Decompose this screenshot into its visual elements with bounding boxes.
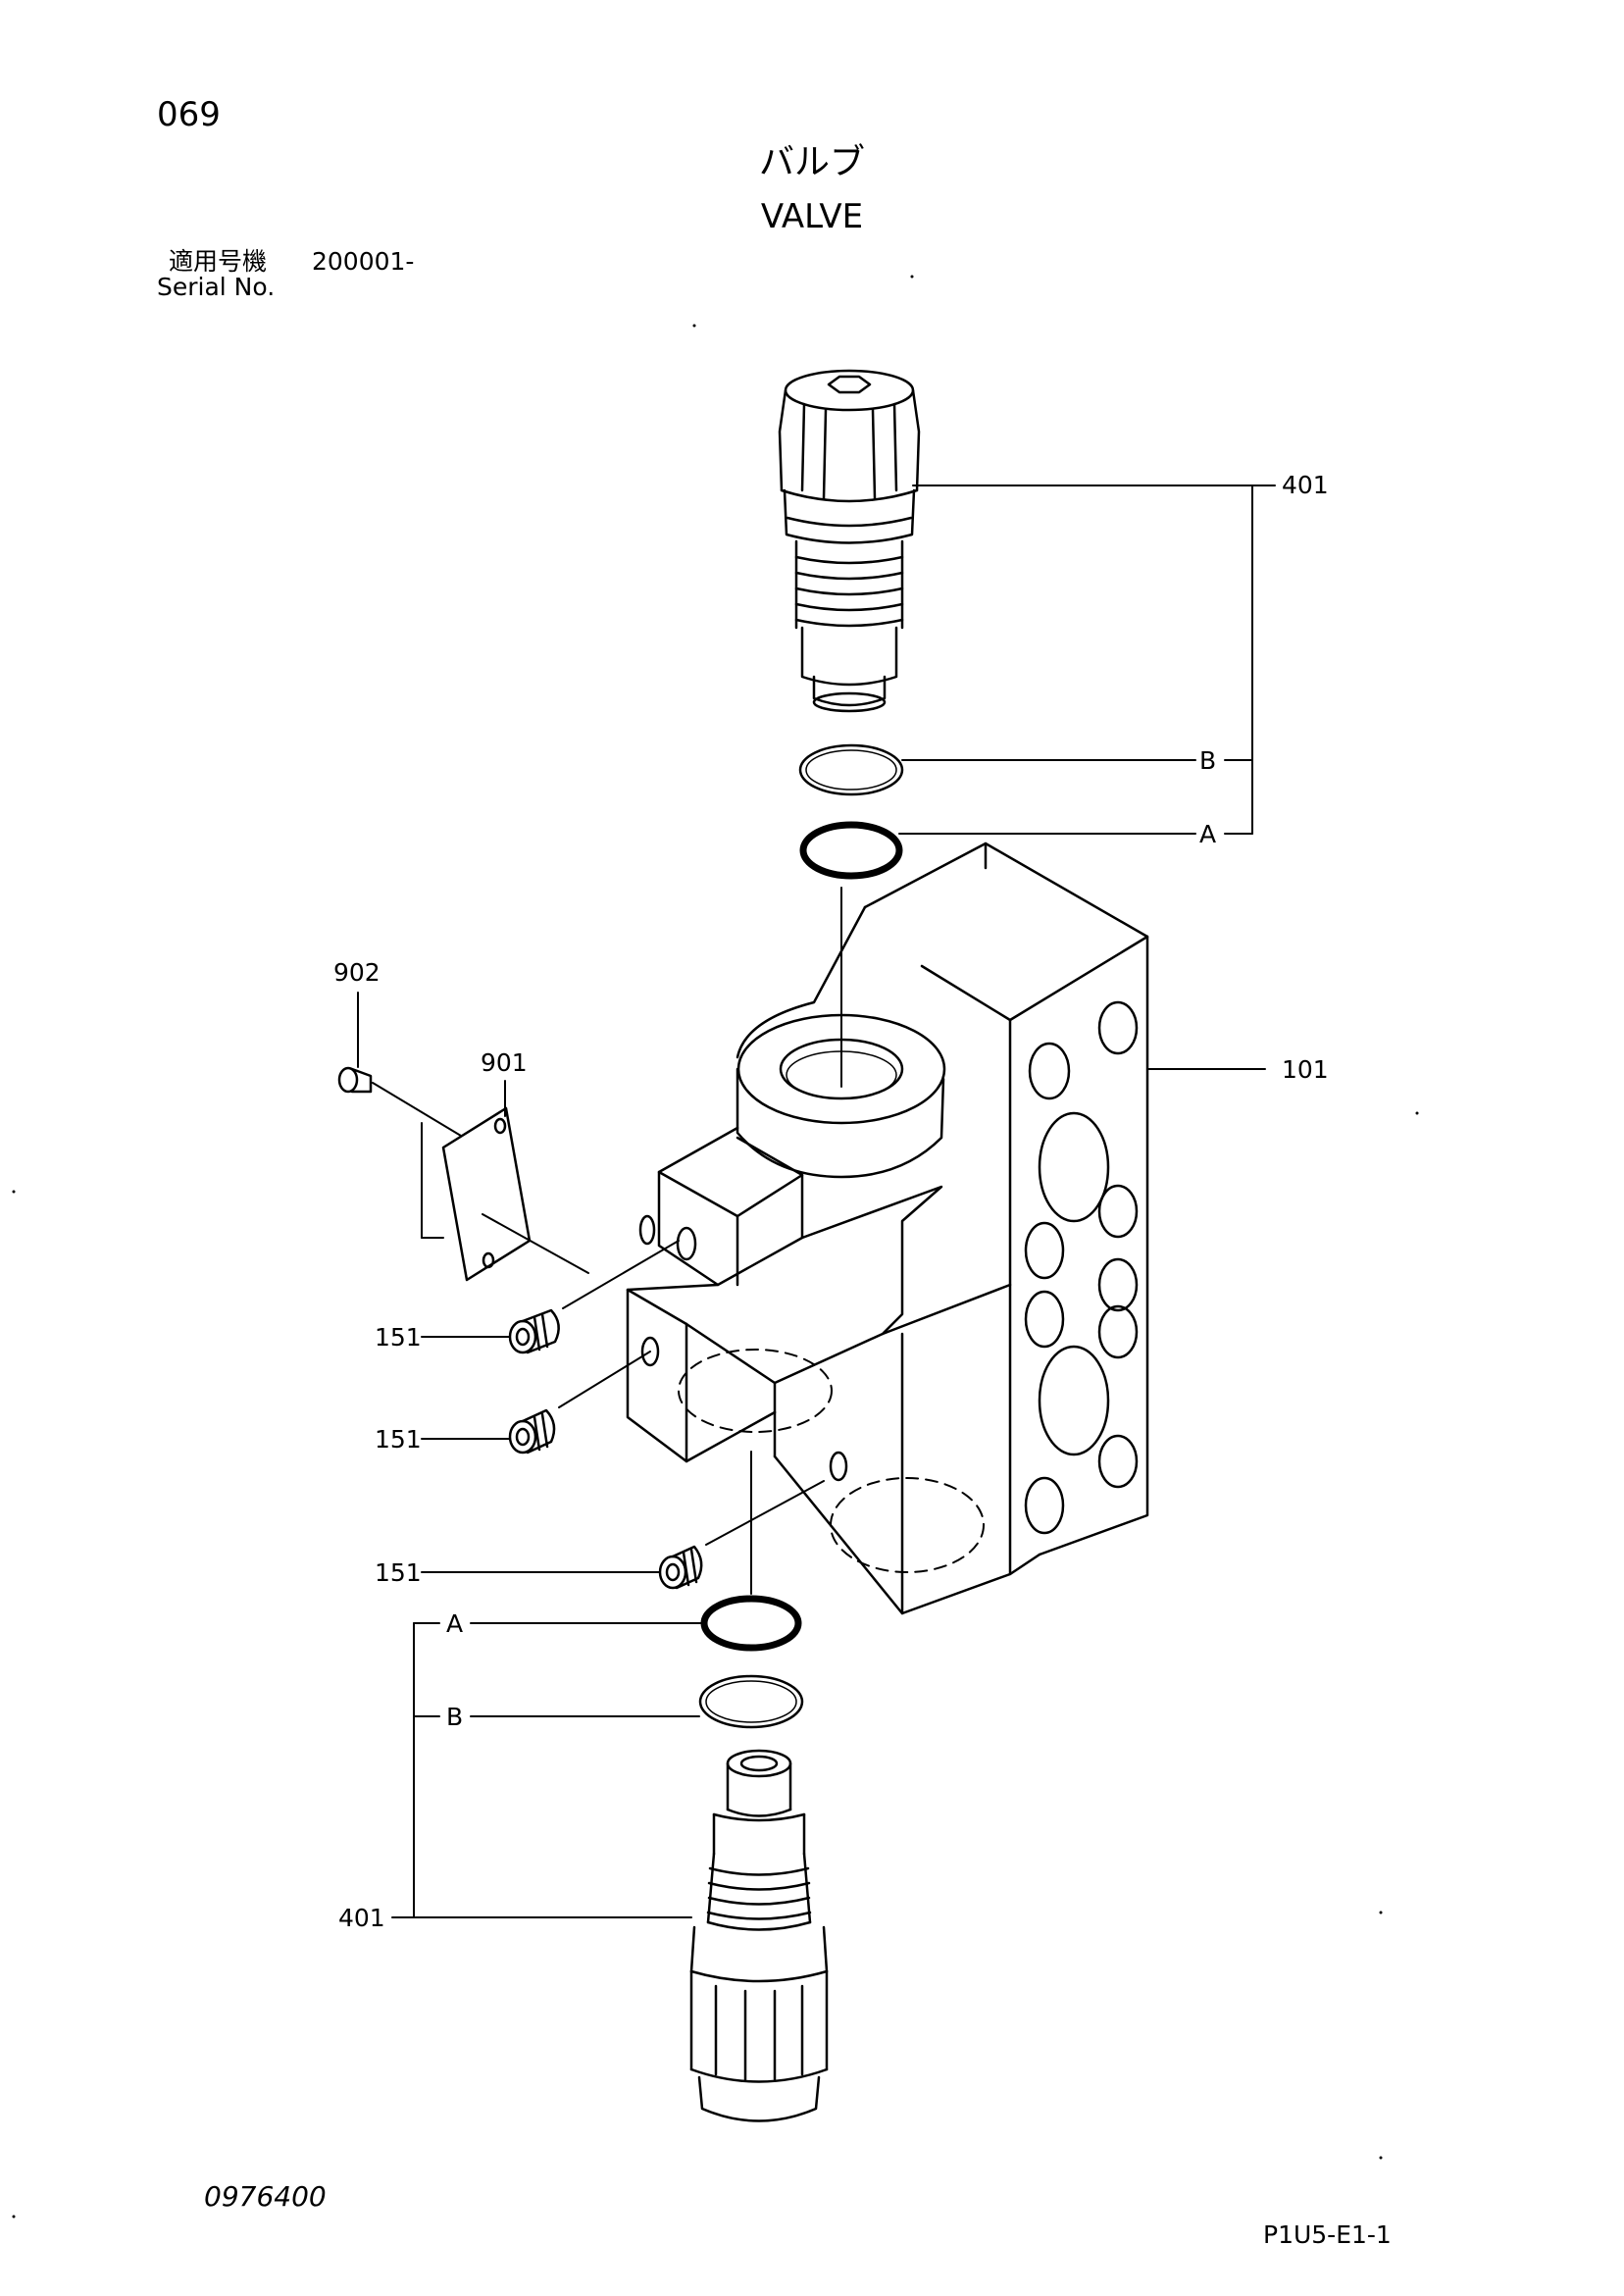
callout-relief-bottom: 401 (338, 1904, 385, 1932)
callout-plug-2: 151 (375, 1425, 422, 1454)
leader-relief-top (898, 485, 1276, 835)
callout-screw: 902 (333, 958, 381, 987)
relief-valve-top (778, 369, 921, 713)
serial-label-english: Serial No. (157, 273, 276, 301)
scan-specks (12, 275, 1419, 2219)
callout-plug-3: 151 (375, 1558, 422, 1587)
ring-b-top (798, 743, 904, 796)
plug-2 (508, 1408, 556, 1454)
ring-a-bottom (700, 1595, 802, 1652)
callout-plate: 901 (481, 1048, 528, 1077)
drawing-code: 0976400 (204, 2180, 327, 2213)
callout-ring-a-top: A (1199, 820, 1216, 848)
ring-a-top (799, 821, 903, 880)
leader-relief-bottom (391, 1622, 704, 1918)
leader-plugs (421, 1240, 825, 1573)
serial-number-value: 200001- (312, 247, 415, 276)
callout-ring-b-bottom: B (446, 1703, 463, 1731)
callout-ring-a-bottom: A (446, 1609, 463, 1638)
plug-1 (508, 1308, 560, 1354)
relief-valve-bottom (689, 1749, 829, 2122)
title-japanese: バルブ (758, 142, 865, 182)
sheet-code: P1U5-E1-1 (1263, 2220, 1392, 2249)
plug-3 (658, 1545, 703, 1590)
leader-plate-screw (357, 992, 589, 1274)
title-english: VALVE (760, 197, 864, 236)
drive-screw (337, 1066, 373, 1094)
page-number: 069 (157, 95, 221, 134)
serial-label-japanese: 適用号機 (169, 247, 268, 276)
callout-relief-top: 401 (1282, 471, 1329, 499)
valve-block (626, 842, 1149, 1615)
callout-block: 101 (1282, 1055, 1329, 1084)
callout-plug-1: 151 (375, 1323, 422, 1352)
callout-ring-b-top: B (1199, 746, 1216, 775)
ring-b-bottom (698, 1674, 804, 1729)
